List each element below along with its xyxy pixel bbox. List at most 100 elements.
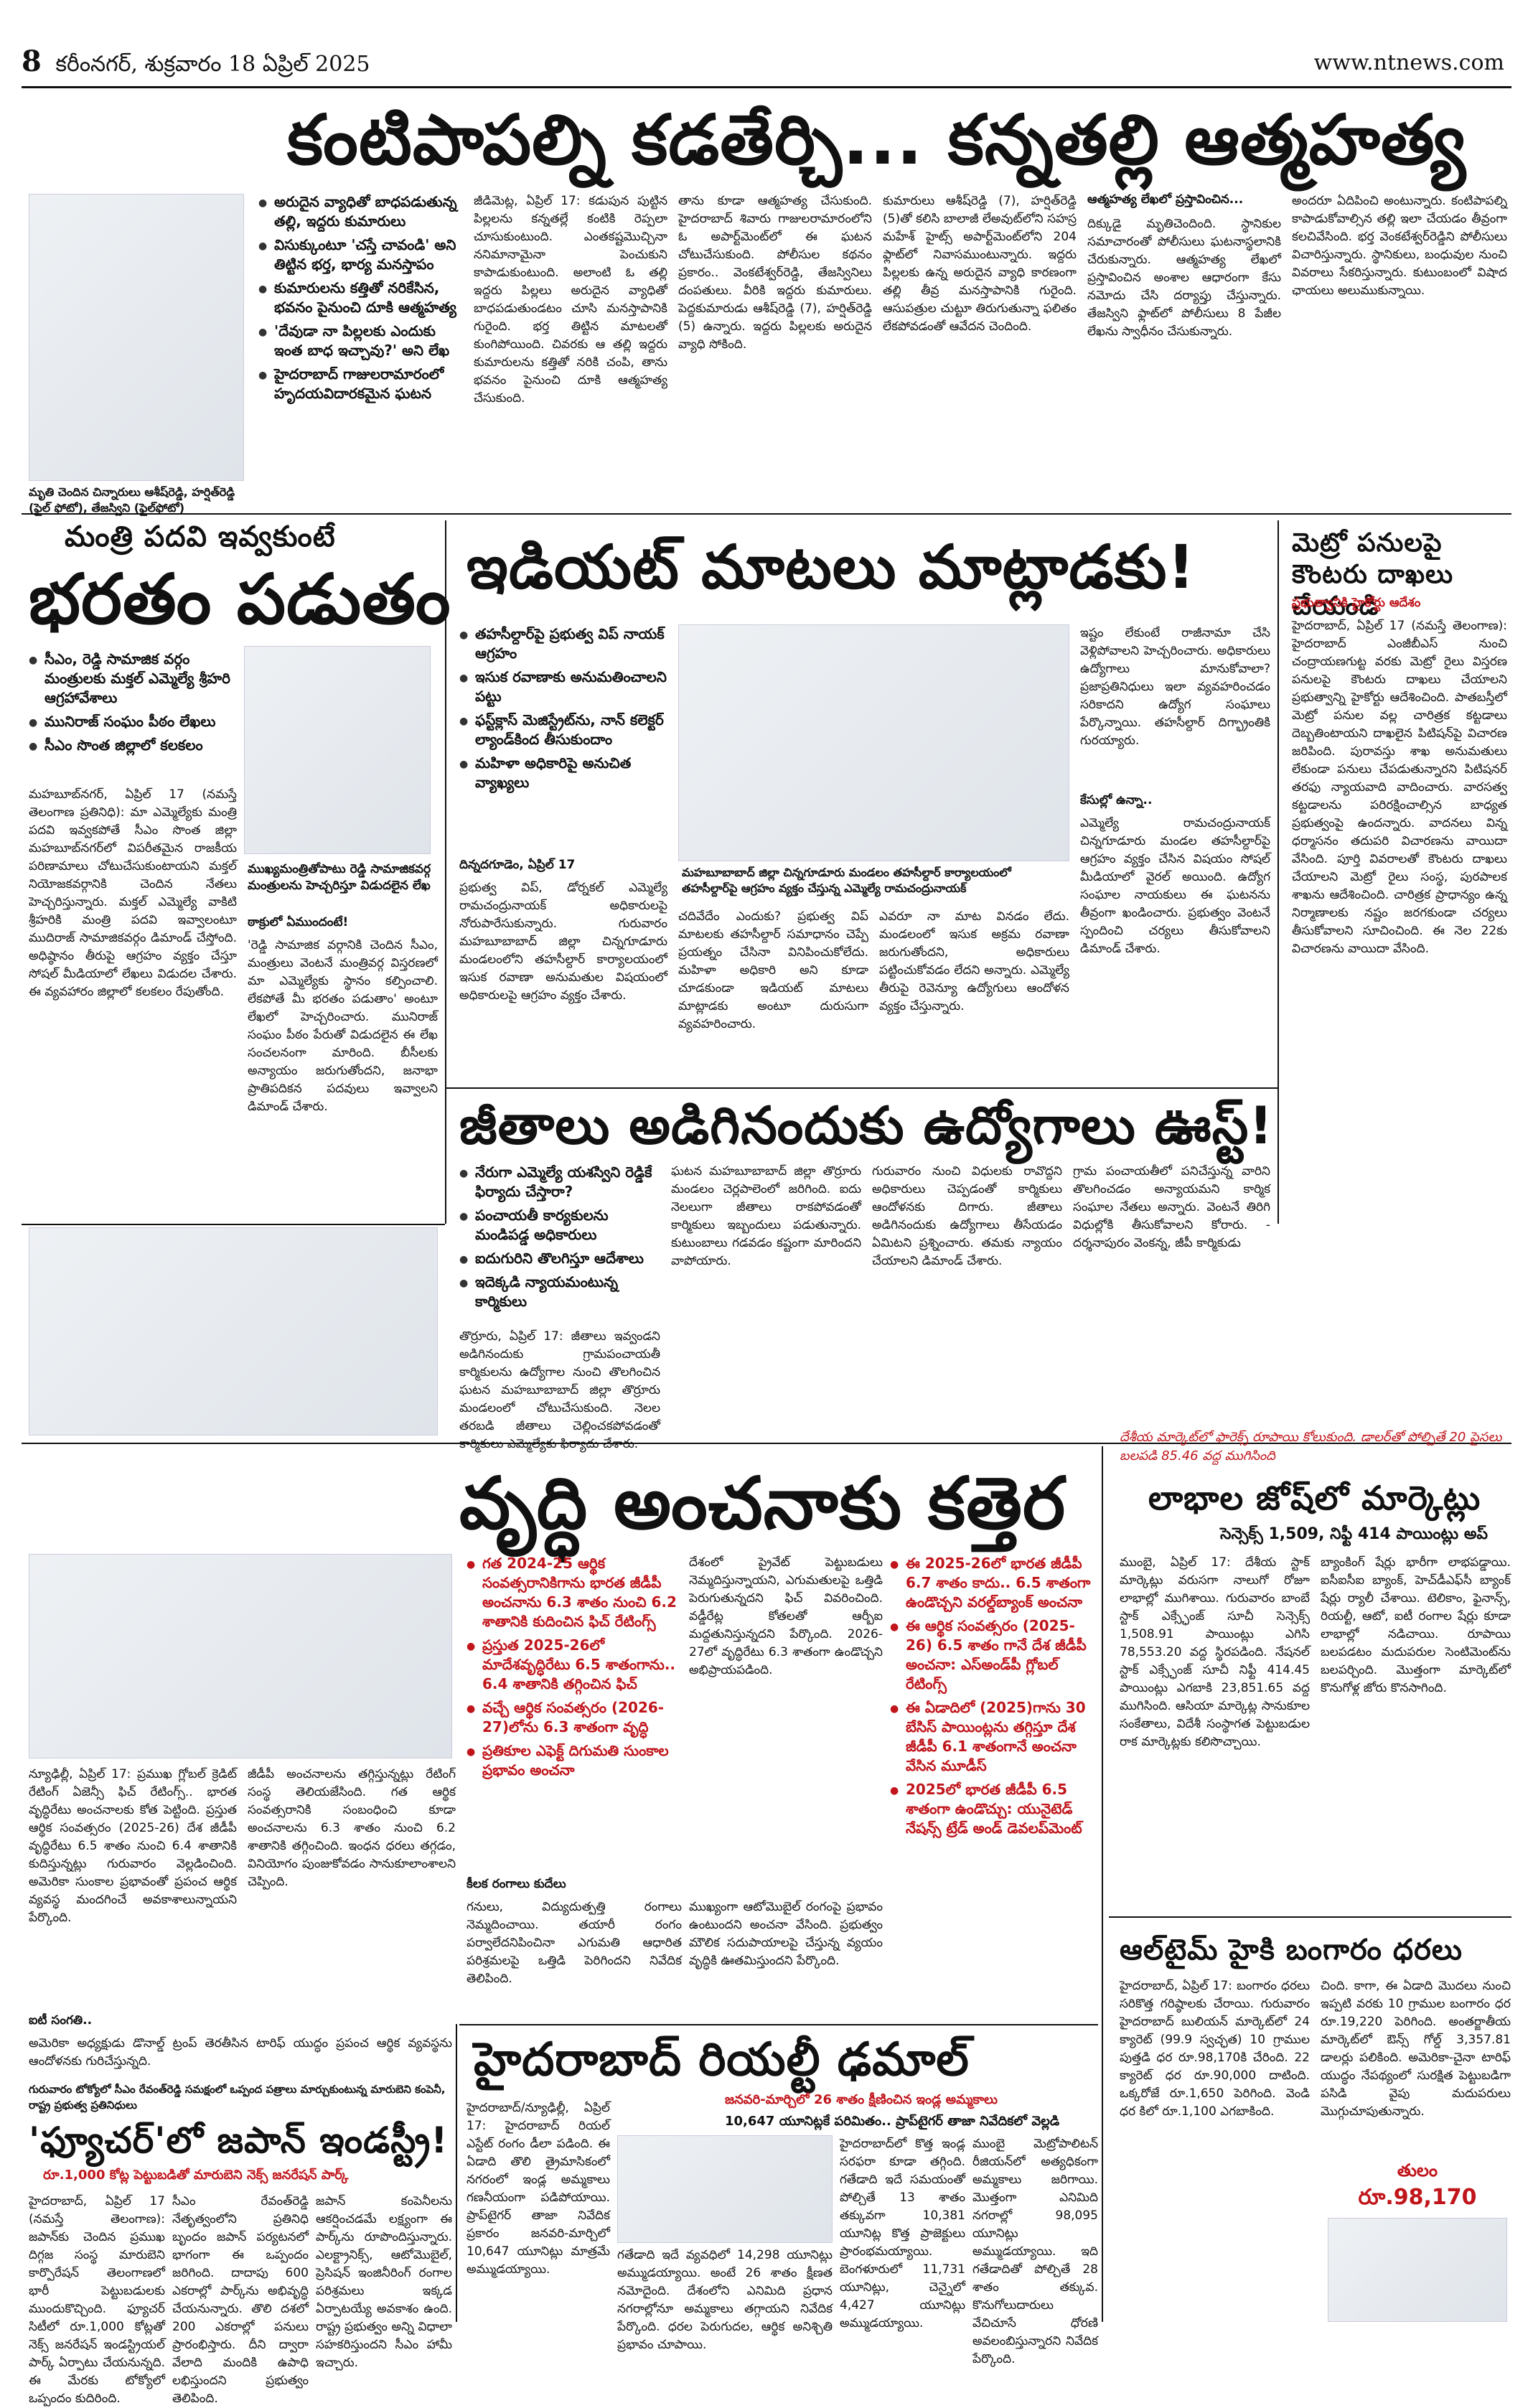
page-number: 8 bbox=[22, 44, 42, 78]
story3-dateline: దిన్నదగూడెం, ఏప్రిల్ 17 bbox=[459, 858, 576, 872]
story5-headline: జీతాలు అడిగినందుకు ఉద్యోగాలు ఊస్ట్! bbox=[459, 1095, 1274, 1156]
gold-price-box: తులం రూ.98,170 bbox=[1328, 2160, 1507, 2215]
story5-bullet: నేరుగా ఎమ్మెల్యే యశస్విని రెడ్డికే ఫిర్య… bbox=[459, 1163, 660, 1201]
story3-photo-mla bbox=[678, 624, 1069, 861]
section-rule bbox=[22, 1224, 445, 1225]
story4-column: హైదరాబాద్, ఏప్రిల్ 17 (నమస్తే తెలంగాణ): … bbox=[1292, 619, 1507, 956]
story7-subhead: సెన్సెక్స్ 1,509, నిఫ్టీ 414 పాయింట్లు అ… bbox=[1220, 1525, 1489, 1543]
gold-price-label: తులం bbox=[1397, 2160, 1438, 2180]
story3-bullets: తహసీల్దార్‌పై ప్రభుత్వ విప్ నాయక్ ఆగ్రహం… bbox=[459, 624, 667, 797]
column-rule bbox=[456, 2024, 457, 2322]
story3-bullet: మహిళా అధికారిపై అనుచిత వ్యాఖ్యలు bbox=[459, 754, 667, 792]
story6-bullet: 2025లో భారత జీడీపీ 6.5 శాతంగా ఉండొచ్చు: … bbox=[890, 1780, 1098, 1838]
story3-bullet: ఫస్ట్‌క్లాస్ మెజిస్ట్రేట్‌ను, నాన్ కలెక్… bbox=[459, 711, 667, 749]
story2-headline: భరతం పడుతం bbox=[29, 559, 451, 640]
site-url[interactable]: www.ntnews.com bbox=[1313, 50, 1504, 75]
story6-bullet: ప్రస్తుత 2025-26లో మాదేశవృద్ధిరేటు 6.5 శ… bbox=[467, 1636, 682, 1694]
story1-photo-children bbox=[29, 194, 244, 481]
story6-bullet: ఈ ఏడాదిలో (2025)గాను 30 బేసిస్ పాయింట్లన… bbox=[890, 1698, 1098, 1776]
section-rule bbox=[22, 513, 1511, 515]
story5-column: గ్రామ పంచాయతీలో పనిచేస్తున్న వారిని తొలగ… bbox=[1073, 1164, 1270, 1250]
story6-headline: వృద్ధి అంచనాకు కత్తెర bbox=[459, 1461, 1066, 1545]
story8-headline: హైదరాబాద్ రియల్టీ ఢమాల్ bbox=[474, 2033, 970, 2086]
story6-column: దేశంలో ప్రైవేట్ పెట్టుబడులు నెమ్మదిస్తున… bbox=[689, 1555, 883, 1677]
story9-column: జపాన్ కంపెనీలను ఆకర్షించడమే లక్ష్యంగా ఈ … bbox=[316, 2194, 452, 2370]
story8-photo-buildings bbox=[617, 2135, 833, 2243]
story5-column: ఘటన మహబూబాబాద్ జిల్లా తొర్రూరు మండలం చెర… bbox=[671, 1164, 861, 1268]
story3-bullet: తహసీల్దార్‌పై ప్రభుత్వ విప్ నాయక్ ఆగ్రహం bbox=[459, 624, 667, 663]
masthead-rule bbox=[22, 86, 1511, 88]
story3-photo-caption: మహబూబాబాద్ జిల్లా చిన్నగూడూరు మండలం తహసీ… bbox=[682, 866, 1011, 895]
story1-column: తాను కూడా ఆత్మహత్య చేసుకుంది. హైదరాబాద్ … bbox=[678, 194, 872, 352]
story9-headline: 'ఫ్యూచర్'లో జపాన్ ఇండస్ట్రీ! bbox=[29, 2119, 449, 2161]
story3-column: ప్రభుత్వ విప్, డోర్నకల్ ఎమ్మెల్యే రామచంద… bbox=[459, 881, 667, 1003]
story8-column: ముంబై మెట్రోపాలిటన్ రీజియన్‌లో అత్యధికంగ… bbox=[972, 2137, 1098, 2366]
story1-bullets: అరుదైన వ్యాధితో బాధపడుతున్న తల్లి, ఇద్దర… bbox=[258, 192, 459, 408]
story6-label: ఐటీ సంగతి.. bbox=[29, 2013, 93, 2028]
story6-column: ముఖ్యంగా ఆటోమొబైల్ రంగంపై ప్రభావం ఉంటుంద… bbox=[689, 1900, 883, 1968]
page-folio: 8 కరీంనగర్, శుక్రవారం 18 ఏప్రిల్ 2025 bbox=[22, 44, 370, 82]
gold-price-value: రూ.98,170 bbox=[1358, 2185, 1477, 2210]
story10-column: చింది. కాగా, ఈ ఏడాది మొదలు నుంచి ఇప్పటి … bbox=[1321, 1979, 1511, 2119]
column-rule bbox=[445, 520, 446, 1224]
story6-bullet: ఈ ఆర్థిక సంవత్సరం (2025-26) 6.5 శాతం గాన… bbox=[890, 1616, 1098, 1694]
story1-bullet: కుమారులను కత్తితో నరికేసిన, భవనం పైనుంచి… bbox=[258, 278, 459, 317]
story1-subhead: ఆత్మహత్య లేఖలో ప్రస్తావించిన... bbox=[1087, 192, 1244, 207]
story4-subhead: ప్రభుత్వానికి హైకోర్టు ఆదేశం bbox=[1292, 596, 1421, 610]
story10-column: హైదరాబాద్, ఏప్రిల్ 17: బంగారం ధరలు సరికొ… bbox=[1120, 1979, 1310, 2119]
story8-subhead: 10,647 యూనిట్లకే పరిమితం.. ప్రాప్‌టైగర్ … bbox=[725, 2114, 1060, 2129]
story8-subhead: జనవరి-మార్చిలో 26 శాతం క్షీణించిన ఇండ్ల … bbox=[725, 2092, 998, 2107]
story5-column: గురువారం నుంచి విధులకు రావొద్దని అధికారు… bbox=[872, 1164, 1062, 1268]
story2-kicker: మంత్రి పదవి ఇవ్వకుంటే bbox=[65, 520, 336, 553]
story7-column: బ్యాంకింగ్ షేర్లు భారీగా లాభపడ్డాయి. ఐసీ… bbox=[1321, 1555, 1511, 1695]
story6-column: జీడీపీ అంచనాలను తగ్గిస్తున్నట్లు రేటింగ్… bbox=[248, 1767, 456, 1889]
story1-column: దిక్కుడై మృతిచెందింది. స్థానికుల సమాచారం… bbox=[1087, 217, 1281, 339]
story2-bullet: సీఎం సొంత జిల్లాలో కలకలం bbox=[29, 736, 244, 756]
story1-bullet: అరుదైన వ్యాధితో బాధపడుతున్న తల్లి, ఇద్దర… bbox=[258, 192, 459, 231]
story5-bullets: నేరుగా ఎమ్మెల్యే యశస్విని రెడ్డికే ఫిర్య… bbox=[459, 1163, 660, 1316]
story8-column: హైదరాబాద్‌లో కొత్త ఇండ్ల సరఫరా కూడా తగ్గ… bbox=[840, 2137, 965, 2330]
story1-bullet: విసుక్కుంటూ 'చస్తే చావండి' అని తిట్టిన భ… bbox=[258, 235, 459, 274]
story6-bullets-right: ఈ 2025-26లో భారత జీడీపీ 6.7 శాతం కాదు.. … bbox=[890, 1554, 1098, 1842]
story2-bullets: సీఎం, రెడ్డి సామాజిక వర్గం మంత్రులకు మక్… bbox=[29, 650, 244, 759]
story7-column: ముంబై, ఏప్రిల్ 17: దేశీయ స్టాక్ మార్కెట్… bbox=[1120, 1555, 1310, 1749]
story6-bullets-left: గత 2024-25 ఆర్థిక సంవత్సరానికిగాను భారత … bbox=[467, 1554, 682, 1784]
story4-headline: మెట్రో పనులపై కౌంటరు దాఖలు చేయండి bbox=[1292, 528, 1454, 621]
story6-bullet: ప్రతికూల ఎఫెక్ట్ దిగుమతి సుంకాల ప్రభావం … bbox=[467, 1741, 682, 1780]
story5-bullet: ఇదెక్కడి న్యాయమంటున్న కార్మికులు bbox=[459, 1273, 660, 1311]
story3-column: ఎమ్మెల్యే రామచంద్రునాయక్ చిన్నగూడూరు మండ… bbox=[1080, 816, 1270, 956]
section-rule bbox=[459, 2024, 1098, 2025]
story3-column: ఇష్టం లేకుంటే రాజీనామా చేసి వెళ్లిపోవాలన… bbox=[1080, 626, 1270, 748]
story5-column: తొర్రూరు, ఏప్రిల్ 17: జీతాలు ఇవ్వండని అడ… bbox=[459, 1329, 660, 1451]
story9-column: సీఎం రేవంత్‌రెడ్డి నేతృత్వంలోని ప్రతినిధ… bbox=[172, 2194, 309, 2406]
story8-column: గతేడాది ఇదే వ్యవధిలో 14,298 యూనిట్లు అమ్… bbox=[617, 2248, 833, 2352]
story5-bullet: పంచాయతీ కార్యకులను మండిపడ్డ అధికారులు bbox=[459, 1206, 660, 1245]
story9-subhead: రూ.1,000 కోట్ల పెట్టుబడితో మారుబెని నెక్… bbox=[43, 2168, 349, 2183]
story2-photo-crowd bbox=[29, 1227, 438, 1435]
city-date: కరీంనగర్, శుక్రవారం 18 ఏప్రిల్ 2025 bbox=[55, 52, 370, 77]
story2-sidebar-head: ముఖ్యమంత్రితోపాటు రెడ్డి సామాజికవర్గ మంత… bbox=[248, 862, 431, 893]
story7-headline: లాభాల జోష్‌లో మార్కెట్లు bbox=[1148, 1479, 1481, 1517]
story9-photo-caption: గురువారం టోక్యోలో సీఎం రేవంత్‌రెడ్డి సమక… bbox=[29, 2083, 446, 2112]
story1-bullet: 'దేవుడా నా పిల్లలకు ఎందుకు ఇంత బాధ ఇచ్చా… bbox=[258, 322, 459, 360]
story6-bullet: ఈ 2025-26లో భారత జీడీపీ 6.7 శాతం కాదు.. … bbox=[890, 1554, 1098, 1612]
story3-headline: ఇడియట్ మాటలు మాట్లాడకు! bbox=[467, 532, 1196, 602]
story7-banner: దేశీయ మార్కెట్‌లో ఫారెక్స్ రూపాయి కోలుకు… bbox=[1120, 1430, 1502, 1463]
story6-subhead: కీలక రంగాలు కుదేలు bbox=[467, 1877, 566, 1891]
story6-bullet: గత 2024-25 ఆర్థిక సంవత్సరానికిగాను భారత … bbox=[467, 1554, 682, 1631]
story3-column: ఎవరూ నా మాట వినడం లేదు. మండలంలో ఇసుక అక్… bbox=[879, 909, 1069, 1013]
section-rule bbox=[1109, 1916, 1511, 1918]
story2-bullet: సీఎం, రెడ్డి సామాజిక వర్గం మంత్రులకు మక్… bbox=[29, 650, 244, 708]
section-rule bbox=[22, 1443, 1511, 1444]
story1-headline: కంటిపాపల్ని కడతేర్చి... కన్నతల్లి ఆత్మహత… bbox=[287, 100, 1467, 180]
story6-photo-graph bbox=[29, 1554, 452, 1758]
story6-column: న్యూఢిల్లీ, ఏప్రిల్ 17: ప్రముఖ గ్లోబల్ క… bbox=[29, 1767, 237, 1925]
story2-photo-mla bbox=[244, 646, 431, 854]
column-rule bbox=[1278, 520, 1279, 1224]
story10-photo-gold bbox=[1328, 2218, 1507, 2322]
story1-column: అందరూ ఏదిపించి అంటున్నారు. కంటిపాపల్ని క… bbox=[1292, 194, 1507, 298]
section-rule bbox=[445, 1087, 1278, 1089]
story6-bullet: వచ్చే ఆర్థిక సంవత్సరం (2026-27)లోను 6.3 … bbox=[467, 1698, 682, 1737]
story9-column: హైదరాబాద్, ఏప్రిల్ 17 (నమస్తే తెలంగాణ): … bbox=[29, 2194, 165, 2406]
story3-subhead: కేసుల్లో ఉన్నా.. bbox=[1080, 793, 1153, 807]
